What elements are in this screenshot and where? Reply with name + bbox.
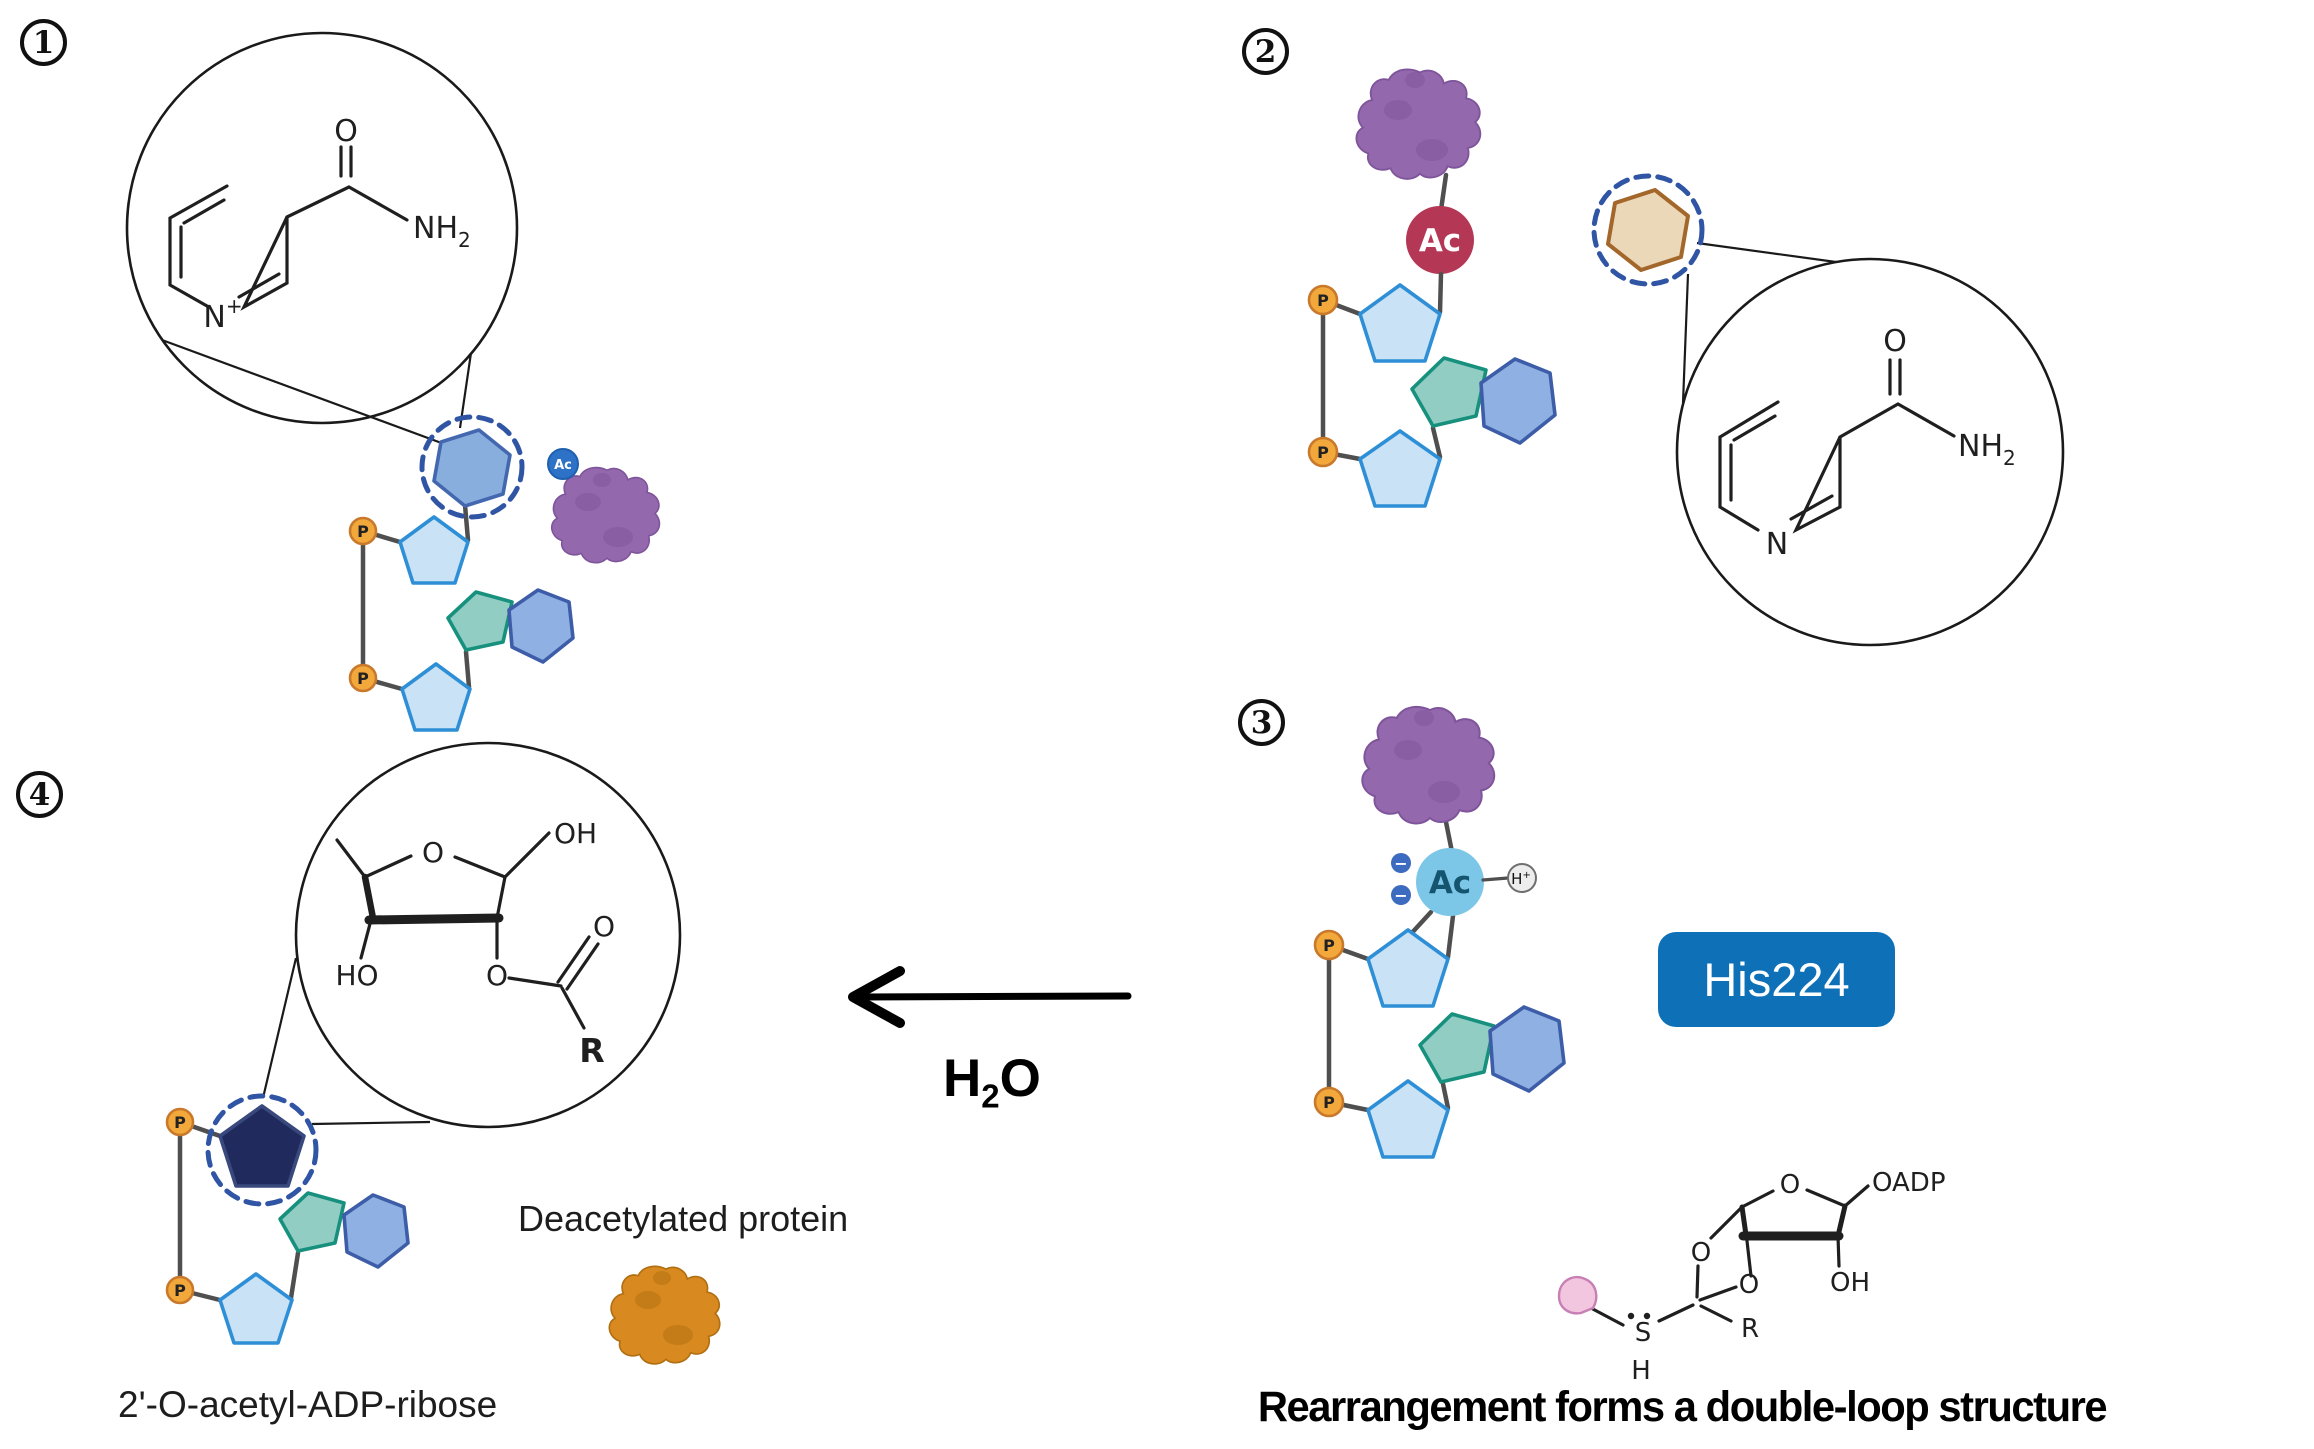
released-nicotinamide-hexagon xyxy=(1606,188,1690,272)
phosphate-label: P xyxy=(357,522,369,541)
phosphate-label: P xyxy=(357,669,369,688)
phosphate-label: P xyxy=(1323,1093,1335,1112)
highlight-dashed-circle xyxy=(1591,173,1705,287)
phosphate-badge xyxy=(1313,929,1345,961)
ribose-pentagon xyxy=(398,515,470,585)
acetyl-adp-ribose-caption: 2'-O-acetyl-ADP-ribose xyxy=(118,1384,498,1425)
phosphate-badge xyxy=(165,1275,195,1305)
nicotinamide-hexagon xyxy=(432,428,512,508)
ring-oxygen-label: O xyxy=(1780,1170,1800,1200)
highlight-dashed-circle xyxy=(419,414,525,520)
nicotinamide-structure: O NH2 N xyxy=(1718,324,2016,562)
magnifier-circle xyxy=(294,741,682,1129)
adenine-hexagon xyxy=(507,588,575,664)
hydroxyl-label: OH xyxy=(1830,1268,1870,1298)
acetylated-protein: Ac xyxy=(547,448,661,564)
minus-label: − xyxy=(1394,886,1407,905)
amide-label: NH2 xyxy=(1958,429,2016,470)
phosphate-label: P xyxy=(174,1281,186,1300)
step-4-badge: 4 xyxy=(16,771,63,818)
adenine-teal-pentagon xyxy=(278,1191,346,1253)
cysteine-petal xyxy=(1557,1275,1598,1315)
nitrogen-label: N xyxy=(1766,527,1788,562)
ribose-pentagon xyxy=(218,1272,294,1345)
phosphate-badge xyxy=(348,516,378,546)
panel-1-nad-plus: O NH2 N+ P P Ac xyxy=(125,31,661,732)
acetyl-ribose-pentagon xyxy=(218,1104,306,1188)
phosphate-badge xyxy=(1307,284,1339,316)
nitrogen-plus-label: N+ xyxy=(203,294,242,335)
phosphate-badge xyxy=(348,663,378,693)
magnifier-callout-lines xyxy=(1681,241,1837,404)
adenine-teal-pentagon xyxy=(1418,1012,1496,1084)
adenine-hexagon xyxy=(1488,1005,1566,1093)
minus-label: − xyxy=(1394,854,1407,873)
hydrogen-label: H xyxy=(1631,1356,1651,1386)
panel-2-acetylated-intermediate: Ac P P xyxy=(1307,68,2065,647)
phosphate-badge xyxy=(1313,1086,1345,1118)
phosphate-label: P xyxy=(174,1113,186,1132)
deacetylated-protein-blob xyxy=(608,1265,721,1365)
his224-residue-tag: His224 xyxy=(1658,932,1895,1027)
ester-oxygen-label: O xyxy=(486,959,508,992)
ribose-pentagon xyxy=(400,662,472,732)
ribose-pentagon xyxy=(1358,429,1442,508)
magnifier-circle xyxy=(125,31,519,425)
proton-label: H+ xyxy=(1511,870,1531,888)
phosphate-label: P xyxy=(1317,443,1329,462)
loop-oxygen-label: O xyxy=(1691,1238,1711,1268)
step-3-badge: 3 xyxy=(1238,699,1285,746)
loop-oxygen-label: O xyxy=(1739,1270,1759,1300)
sulfur-label: S xyxy=(1635,1318,1652,1348)
ribose-pentagon xyxy=(1366,1079,1450,1159)
oxygen-label: O xyxy=(334,114,358,149)
phosphate-badge xyxy=(165,1107,195,1137)
amide-label: NH2 xyxy=(413,211,471,252)
hydroxyl-label: HO xyxy=(335,959,378,992)
r-group-label: R xyxy=(1741,1314,1759,1344)
adenine-hexagon xyxy=(342,1193,410,1269)
reaction-arrow xyxy=(848,966,1132,1028)
r-group-label: R xyxy=(579,1031,604,1070)
acetyl-ribose-structure: O OH HO O O R xyxy=(335,817,615,1070)
panel-4-acetyl-adp-ribose: O OH HO O O R P P xyxy=(165,741,721,1365)
step-1-badge: 1 xyxy=(20,19,67,66)
adenine-teal-pentagon xyxy=(446,590,514,652)
water-label: H2O xyxy=(943,1049,1041,1115)
step-2-badge: 2 xyxy=(1242,28,1289,75)
ribose-pentagon xyxy=(1366,928,1450,1008)
acetyl-label: Ac xyxy=(1429,865,1471,901)
negative-charge-badge xyxy=(1391,853,1411,873)
hydroxyl-label: OH xyxy=(554,817,597,850)
phosphate-badge xyxy=(1307,436,1339,468)
acetyl-label: Ac xyxy=(1419,223,1461,259)
phosphate-label: P xyxy=(1323,936,1335,955)
magnifier-callout-lines xyxy=(261,957,431,1126)
ring-oxygen-label: O xyxy=(422,836,444,869)
phosphate-label: P xyxy=(1317,291,1329,310)
proton-badge xyxy=(1507,863,1537,893)
rearrangement-caption: Rearrangement forms a double-loop struct… xyxy=(1257,1383,2108,1431)
acetylated-protein xyxy=(1361,705,1496,855)
ribose-pentagon xyxy=(1358,283,1442,363)
magnifier-circle xyxy=(1675,257,2065,647)
deacetylated-protein-caption: Deacetylated protein xyxy=(518,1198,849,1239)
highlight-dashed-circle xyxy=(205,1093,319,1207)
acetylated-protein: Ac xyxy=(1355,68,1482,274)
carbonyl-oxygen-label: O xyxy=(593,910,615,943)
acetyl-badge-small xyxy=(547,448,579,480)
nicotinamide-structure: O NH2 N+ xyxy=(168,114,471,335)
double-loop-structure: O OADP OH O O S H R xyxy=(1557,1168,1946,1386)
acetyl-intermediate-badge xyxy=(1416,848,1484,916)
acetyl-badge xyxy=(1406,206,1474,274)
acetyl-label: Ac xyxy=(554,458,572,473)
oadp-label: OADP xyxy=(1872,1168,1946,1198)
oxygen-label: O xyxy=(1883,324,1907,359)
adenine-teal-pentagon xyxy=(1410,356,1488,428)
negative-charge-badge xyxy=(1391,885,1411,905)
adenine-hexagon xyxy=(1479,357,1557,445)
proton-link-line xyxy=(1481,876,1510,882)
panel-3-rearrangement: Ac − − H+ P P xyxy=(1313,705,1946,1386)
